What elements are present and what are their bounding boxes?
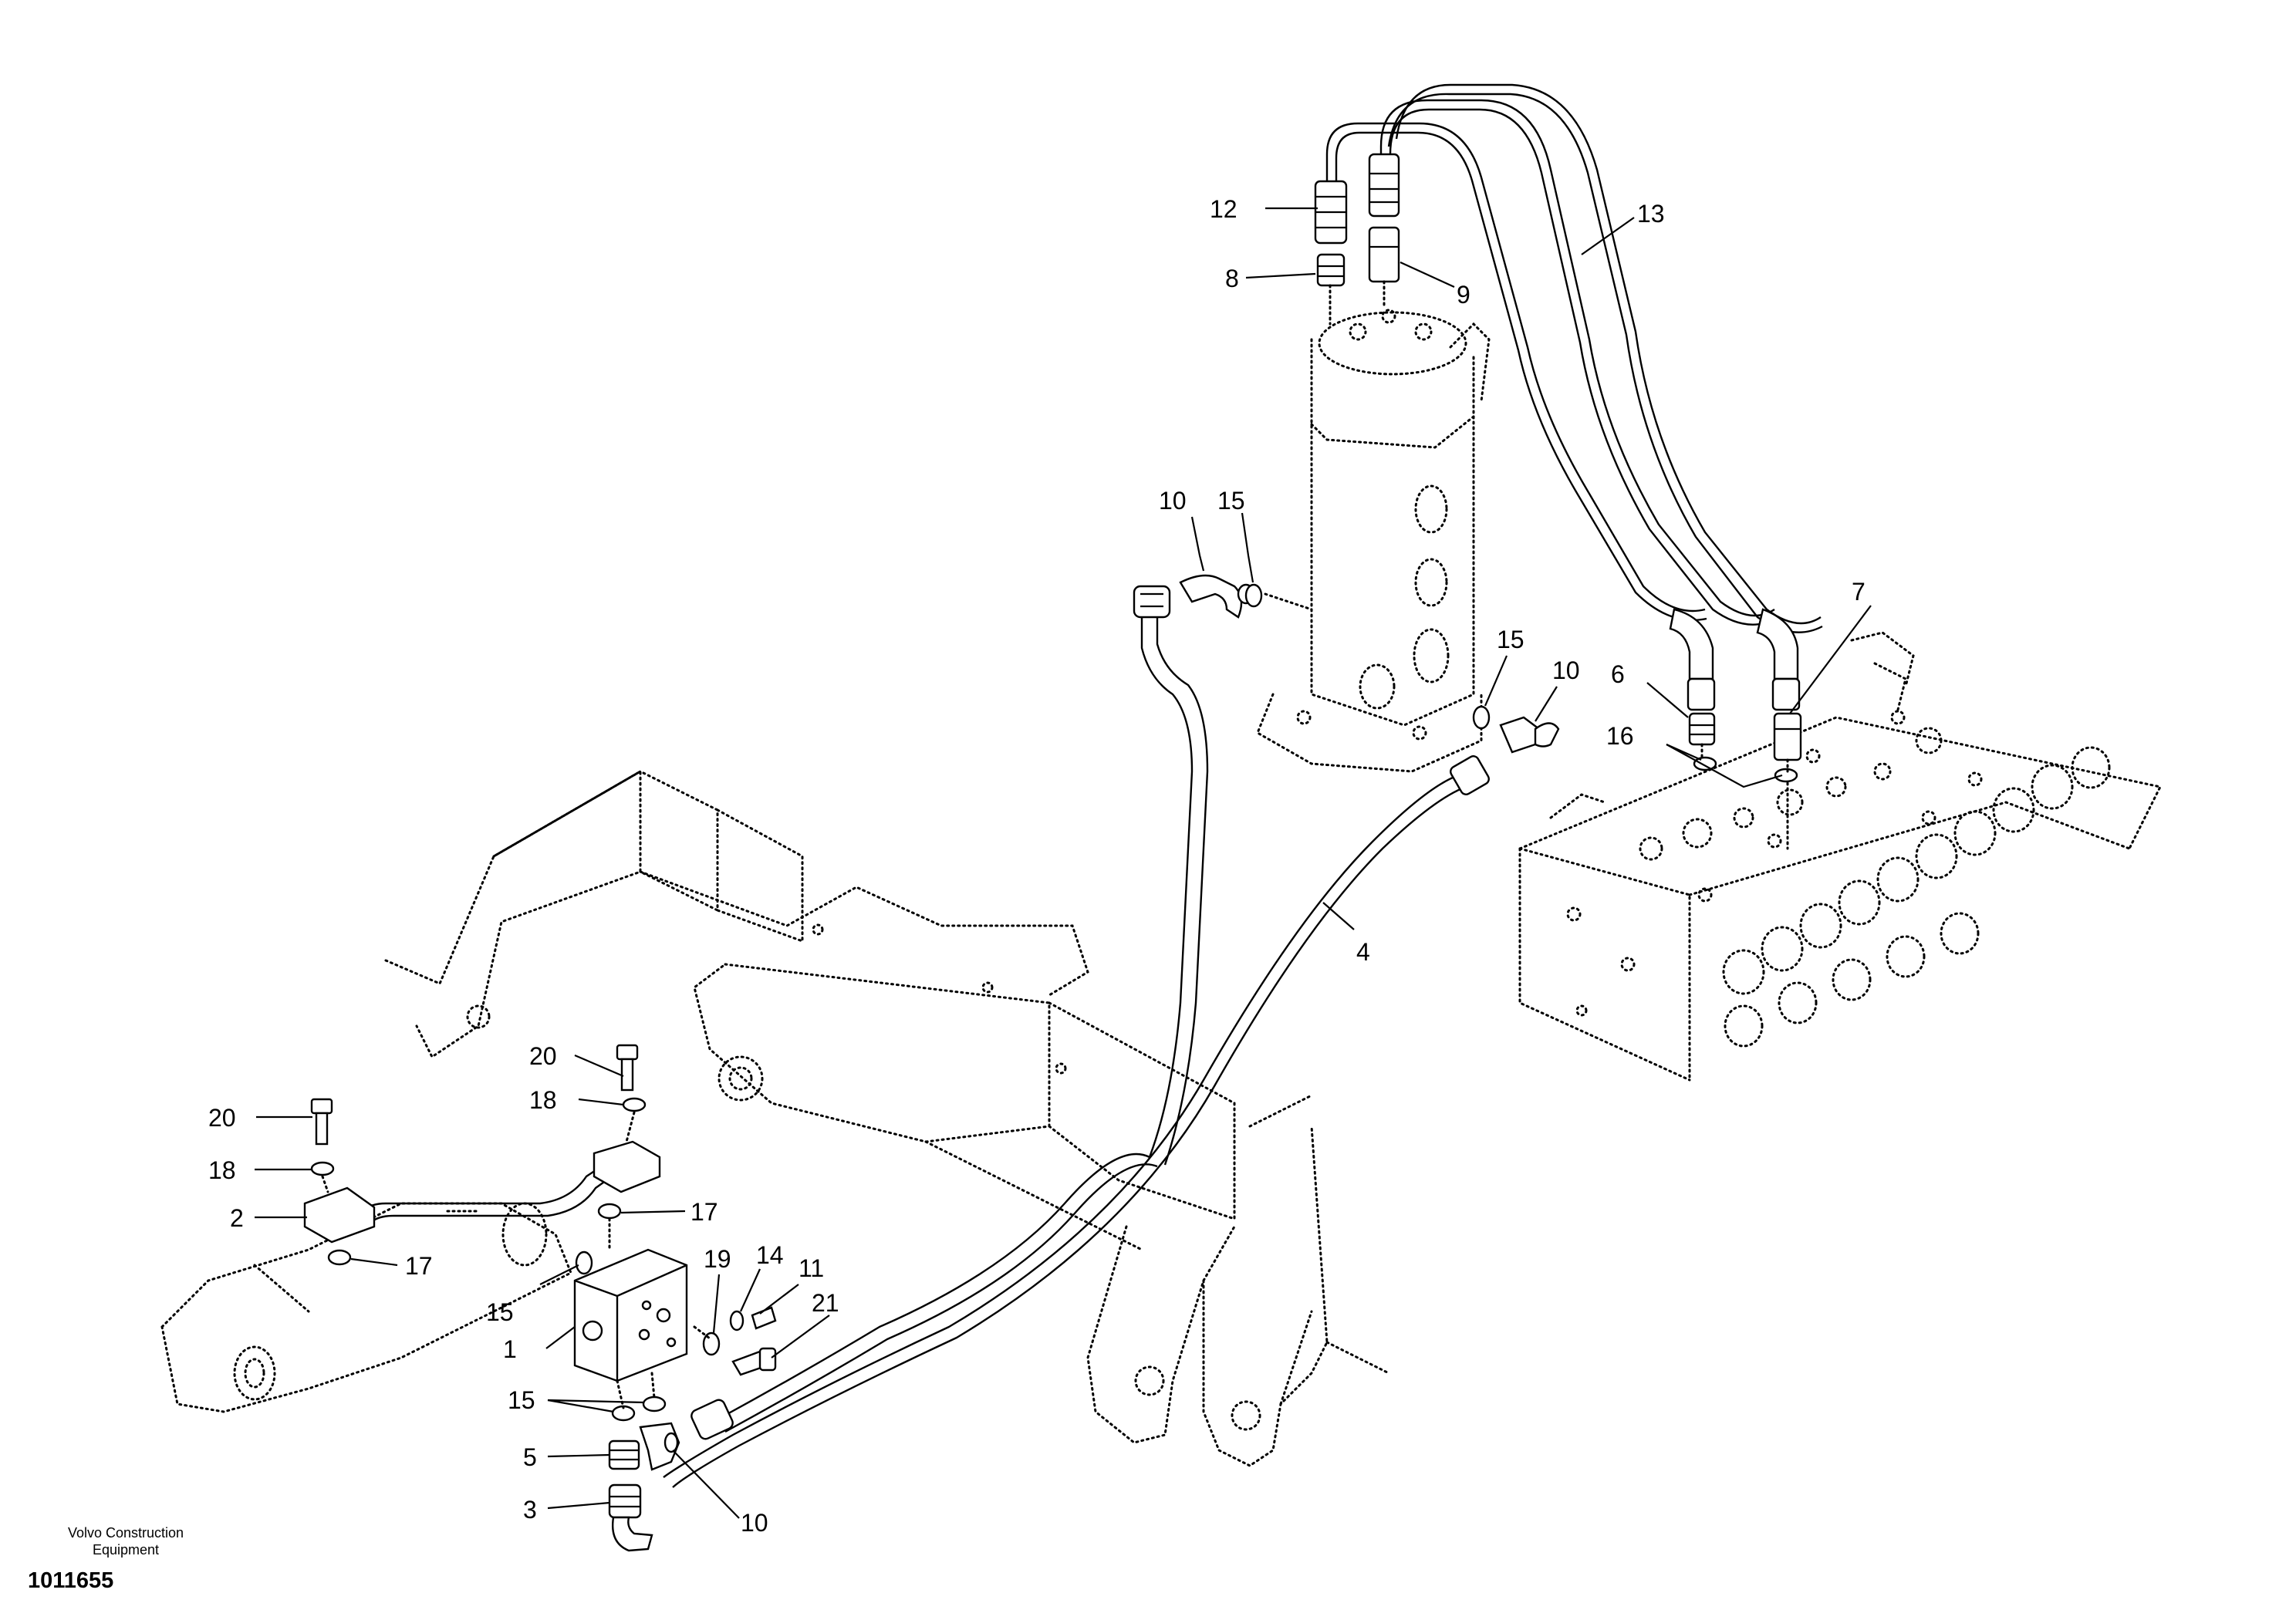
- callout-15-lower: 15: [508, 1386, 535, 1414]
- callout-5: 5: [523, 1443, 537, 1471]
- hose-13: [1325, 83, 1823, 633]
- hose-left-long: [1133, 585, 1209, 1166]
- callout-3: 3: [523, 1496, 537, 1524]
- callout-19: 19: [704, 1245, 731, 1273]
- callout-8: 8: [1225, 265, 1239, 292]
- fitting-6: [1688, 712, 1716, 746]
- callout-12: 12: [1210, 195, 1237, 223]
- spool-caps: [1722, 746, 2111, 1048]
- callout-18-left: 18: [208, 1156, 236, 1184]
- adapter-7: [1773, 712, 1802, 761]
- callout-10-swivel: 10: [1159, 487, 1187, 515]
- drawing-number: 1011655: [28, 1568, 114, 1593]
- swivel-joint-body: [1256, 309, 1491, 773]
- hose-4: [663, 755, 1490, 1488]
- control-valve-block: [1518, 631, 2163, 1082]
- callout-10-lower: 10: [741, 1509, 768, 1537]
- hose-end-3: [608, 1483, 653, 1552]
- block-1: [573, 1248, 688, 1382]
- hose-end-6: [1669, 608, 1716, 711]
- orings-16: [1693, 756, 1798, 783]
- callout-20-left: 20: [208, 1104, 236, 1132]
- callout-2: 2: [230, 1204, 244, 1232]
- callout-6: 6: [1611, 660, 1625, 688]
- callout-1: 1: [503, 1335, 517, 1363]
- orings-15-lower: [611, 1396, 667, 1422]
- callout-15-right: 15: [1497, 626, 1524, 653]
- callout-4: 4: [1356, 938, 1370, 966]
- elbow-10-swivel: [1179, 574, 1255, 619]
- elbow-10-lower: [639, 1422, 680, 1471]
- callout-labels: 12 8 13 9 10 15 15 10 6 7 16 4 20 18 20 …: [208, 195, 1866, 1537]
- boom-frame-outline: [384, 769, 1313, 1251]
- hose-lower-long: [690, 1153, 1158, 1440]
- manufacturer-caption: Volvo Construction Equipment: [29, 1524, 222, 1558]
- callout-16: 16: [1606, 722, 1634, 750]
- bolts-20: [310, 1044, 639, 1146]
- callout-14: 14: [756, 1241, 784, 1269]
- adapter-9: [1368, 226, 1400, 283]
- leader-lines: [255, 207, 1872, 1519]
- elbow-10-right: [1499, 716, 1560, 754]
- lower-boom-bracket-outline: [1086, 1125, 1390, 1467]
- callout-9: 9: [1457, 281, 1470, 309]
- fitting-5: [608, 1439, 640, 1470]
- fitting-8: [1316, 253, 1346, 287]
- callout-21: 21: [812, 1289, 839, 1317]
- hose-12: [1314, 180, 1348, 245]
- pipe-2: [303, 1140, 661, 1244]
- brand-line-2: Equipment: [92, 1542, 160, 1558]
- oring-15-right: [1472, 705, 1491, 730]
- orings-17: [327, 1203, 622, 1266]
- alignment-lines: [321, 280, 1789, 1409]
- callout-11: 11: [799, 1254, 824, 1282]
- parts-19-14-11-21: [702, 1306, 777, 1376]
- washers-18: [310, 1097, 647, 1176]
- hose-end-7: [1756, 608, 1801, 711]
- callout-15-block: 15: [486, 1298, 514, 1326]
- hose-end-upper-right: [1368, 153, 1400, 218]
- callout-17-lower: 17: [405, 1252, 433, 1280]
- callout-17-upper: 17: [690, 1198, 718, 1226]
- oring-15-swivel: [1244, 583, 1263, 608]
- callout-20-right: 20: [529, 1042, 557, 1070]
- callout-15-swivel: 15: [1217, 487, 1245, 515]
- callout-10-right: 10: [1552, 656, 1580, 684]
- brand-line-1: Volvo Construction: [67, 1525, 184, 1541]
- callout-18-right: 18: [529, 1086, 557, 1114]
- callout-7: 7: [1852, 578, 1866, 606]
- callout-13: 13: [1637, 200, 1665, 228]
- oring-15-block: [575, 1250, 593, 1275]
